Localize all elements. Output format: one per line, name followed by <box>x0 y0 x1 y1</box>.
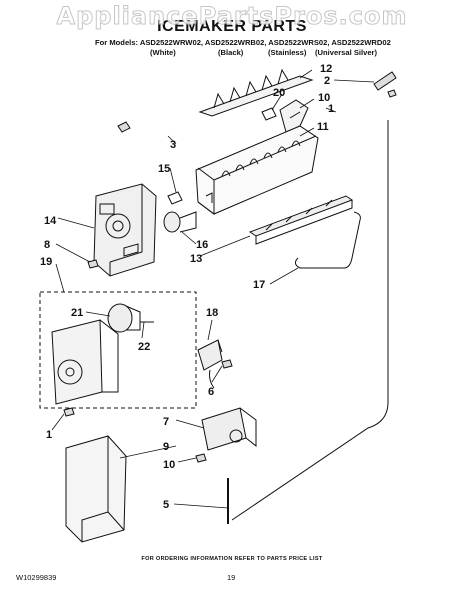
callout-1-upper: 1 <box>328 103 334 115</box>
page-title: ICEMAKER PARTS <box>157 18 307 35</box>
variant-stainless: (Stainless) <box>268 48 307 57</box>
callout-2: 2 <box>324 75 330 87</box>
cover-part-11 <box>279 99 309 133</box>
callout-18: 18 <box>206 307 218 319</box>
variant-universal-silver: (Universal Silver) <box>315 48 378 57</box>
callout-20: 20 <box>273 87 285 99</box>
callout-17: 17 <box>253 279 265 291</box>
leader-lines <box>51 69 375 509</box>
callout-8: 9 <box>163 441 169 453</box>
models-line: For Models: ASD2522WRW02, ASD2522WRB02, … <box>95 38 391 47</box>
screw-part-1-upper <box>387 89 397 98</box>
callout-14: 14 <box>44 215 57 227</box>
ordering-note: FOR ORDERING INFORMATION REFER TO PARTS … <box>141 556 323 562</box>
callout-11: 10 <box>318 92 330 104</box>
variant-white: (White) <box>150 48 176 57</box>
callout-4: 5 <box>163 499 169 511</box>
callout-16: 16 <box>196 239 208 251</box>
module-housing-part-14 <box>93 183 157 277</box>
clip-part-20 <box>261 107 277 121</box>
callout-6: 7 <box>163 416 169 428</box>
gear-plate <box>51 319 119 405</box>
screw-part-1-lower <box>63 407 75 417</box>
wire-harness <box>231 120 389 521</box>
shield-part-8 <box>65 435 127 543</box>
connector-part-16 <box>163 211 197 233</box>
callout-1-lower: 1 <box>46 429 52 441</box>
callout-9: 10 <box>163 459 175 471</box>
callout-15: 15 <box>158 163 170 175</box>
screw-part-9 <box>195 453 207 463</box>
variant-black: (Black) <box>218 48 244 57</box>
callout-5: 6 <box>208 386 214 398</box>
part-2 <box>373 71 397 91</box>
screw-part-5 <box>221 359 233 369</box>
callout-21: 21 <box>71 307 83 319</box>
clip-part-3 <box>117 121 131 133</box>
mold-part-10 <box>195 125 319 215</box>
callout-22: 22 <box>138 341 150 353</box>
screw-part-7 <box>87 259 99 269</box>
bracket-part-18 <box>197 339 223 371</box>
ejector-part-12 <box>198 68 314 117</box>
callout-12: 12 <box>320 63 332 75</box>
part-15 <box>167 191 183 205</box>
motor-part-21 <box>107 303 141 333</box>
callout-7: 8 <box>44 239 50 251</box>
callout-3: 3 <box>170 139 176 151</box>
rail-part-13 <box>248 195 354 245</box>
callout-19: 19 <box>40 256 52 268</box>
valve-part-6 <box>201 407 257 451</box>
document-id: W10299839 <box>16 573 57 582</box>
callout-10: 11 <box>317 121 329 133</box>
bail-arm-part-17 <box>294 211 361 269</box>
callout-13: 13 <box>190 253 202 265</box>
watermark: AppliancePartsPros.com <box>56 2 408 31</box>
bracket-wire <box>209 369 215 389</box>
page-number: 19 <box>227 573 236 582</box>
